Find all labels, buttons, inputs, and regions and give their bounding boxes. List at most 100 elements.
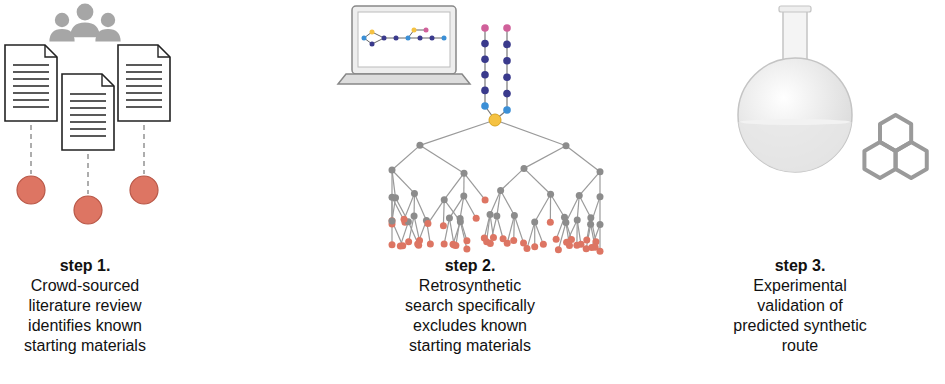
tree-edge (420, 145, 464, 173)
text-line (126, 78, 162, 79)
tree-edge (443, 200, 445, 226)
tree-edge (579, 196, 591, 218)
starting-material-node (563, 239, 570, 246)
screen-node (382, 36, 387, 41)
text-line (13, 85, 49, 86)
dashed-connector (143, 125, 145, 174)
starting-material-dot (130, 176, 158, 204)
chain-node (481, 24, 489, 32)
flask-liquid (735, 122, 855, 182)
target-node (489, 114, 501, 126)
tree-edge (464, 196, 476, 218)
tree-edge (495, 120, 566, 146)
intermediate-node (446, 215, 453, 222)
step-description: Retrosynthetic search specifically exclu… (395, 276, 545, 356)
laptop-lid (352, 6, 456, 74)
screen-node (394, 36, 399, 41)
chain-node (503, 24, 511, 32)
intermediate-node (520, 165, 527, 172)
text-line (70, 128, 106, 129)
step-caption: step 3.Experimental validation of predic… (730, 256, 870, 356)
text-line (126, 71, 162, 72)
step-caption: step 1.Crowd-sourced literature review i… (10, 256, 160, 356)
tree-edge (577, 196, 579, 220)
person-head (101, 13, 115, 27)
step-caption: step 2.Retrosynthetic search specificall… (395, 256, 545, 356)
text-line (70, 135, 106, 136)
intermediate-node (460, 192, 467, 199)
intermediate-node (511, 212, 518, 219)
starting-material-node (389, 217, 396, 224)
starting-material-node (389, 241, 396, 248)
starting-material-node (531, 243, 538, 250)
starting-material-node (583, 236, 590, 243)
starting-material-node (473, 215, 480, 222)
chain-node (481, 87, 489, 95)
screen-node (412, 28, 417, 33)
intermediate-node (416, 142, 423, 149)
text-line (70, 107, 106, 108)
intermediate-node (411, 190, 418, 197)
starting-material-node (414, 240, 421, 247)
tree-edge (524, 146, 566, 169)
tree-edge (599, 172, 600, 197)
step-heading: step 3. (730, 256, 870, 276)
person-body (70, 23, 99, 38)
chain-node (503, 41, 511, 49)
starting-material-node (523, 245, 530, 252)
tree-edge (392, 145, 420, 170)
text-line (70, 121, 106, 122)
tree-edge (550, 194, 551, 222)
flask-lip (779, 6, 811, 12)
laptop-base (338, 74, 470, 84)
tree-edge (497, 216, 503, 239)
person-head (55, 13, 69, 27)
text-line (126, 106, 162, 107)
screen-node (370, 30, 375, 35)
tree-edge (497, 190, 501, 216)
starting-material-node (588, 244, 595, 251)
chain-edge (484, 28, 485, 106)
document-fold (102, 74, 114, 86)
intermediate-node (389, 217, 396, 224)
tree-edge (558, 223, 566, 250)
starting-material-dot (17, 176, 45, 204)
intermediate-node (487, 211, 494, 218)
text-line (13, 71, 49, 72)
dashed-connector (87, 154, 89, 194)
step-heading: step 2. (395, 256, 545, 276)
text-line (13, 99, 49, 100)
tree-edge (534, 222, 535, 247)
starting-material-dot (74, 196, 102, 224)
flask-icon (735, 6, 927, 182)
text-line (13, 106, 49, 107)
intermediate-node (597, 168, 604, 175)
intermediate-node (392, 194, 399, 201)
starting-material-node (401, 216, 408, 223)
intermediate-node (493, 213, 500, 220)
starting-material-node (424, 220, 431, 227)
document-icon (5, 45, 57, 121)
starting-material-node (440, 222, 447, 229)
starting-material-node (452, 242, 459, 249)
starting-material-node (504, 240, 511, 247)
text-line (126, 99, 162, 100)
intermediate-node (587, 214, 594, 221)
chain-node (503, 57, 511, 65)
starting-material-node (547, 219, 554, 226)
tree-edge (501, 168, 524, 190)
text-line (126, 64, 162, 65)
intermediate-node (576, 192, 583, 199)
step-description: Crowd-sourced literature review identifi… (10, 276, 160, 356)
text-line (13, 92, 49, 93)
screen-node (424, 28, 429, 33)
intermediate-node (597, 221, 604, 228)
tree-edge (449, 196, 463, 218)
retrosynthesis-icon (338, 6, 604, 255)
tree-edge (392, 170, 396, 198)
intermediate-node (411, 212, 418, 219)
person-head (77, 4, 94, 21)
intermediate-node (574, 216, 581, 223)
chain-node (481, 55, 489, 63)
screen-node (370, 42, 375, 47)
